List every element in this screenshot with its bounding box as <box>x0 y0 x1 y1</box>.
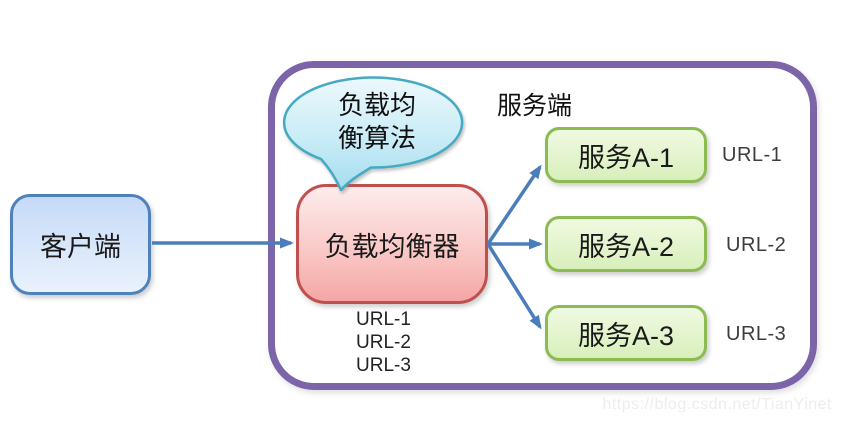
algorithm-bubble-text: 负载均 衡算法 <box>297 89 457 155</box>
lb-url-3: URL-3 <box>356 355 411 376</box>
bubble-line-1: 负载均 <box>337 90 416 120</box>
server-a2-url: URL-2 <box>726 234 787 256</box>
watermark-url: https://blog.csdn.net/TianYinet <box>602 396 832 413</box>
server-side-container <box>268 61 817 390</box>
server-a1-url: URL-1 <box>722 144 783 166</box>
load-balancer-box: 负载均衡器 <box>296 184 488 304</box>
server-box-a1: 服务A-1 <box>545 127 707 183</box>
server-box-a3: 服务A-3 <box>545 305 707 361</box>
client-label: 客户端 <box>40 232 121 262</box>
server-side-label: 服务端 <box>497 92 573 120</box>
load-balancer-url-list: URL-1 URL-2 URL-3 <box>356 308 411 377</box>
server-a2-label: 服务A-2 <box>577 231 675 262</box>
lb-url-1: URL-1 <box>356 309 411 330</box>
server-box-a2: 服务A-2 <box>545 216 707 272</box>
server-a1-label: 服务A-1 <box>577 142 675 173</box>
server-a3-url: URL-3 <box>726 323 787 345</box>
client-box: 客户端 <box>10 194 151 295</box>
server-a3-label: 服务A-3 <box>577 320 675 351</box>
load-balancer-label: 负载均衡器 <box>324 231 460 262</box>
lb-url-2: URL-2 <box>356 332 411 353</box>
bubble-line-2: 衡算法 <box>337 123 416 153</box>
